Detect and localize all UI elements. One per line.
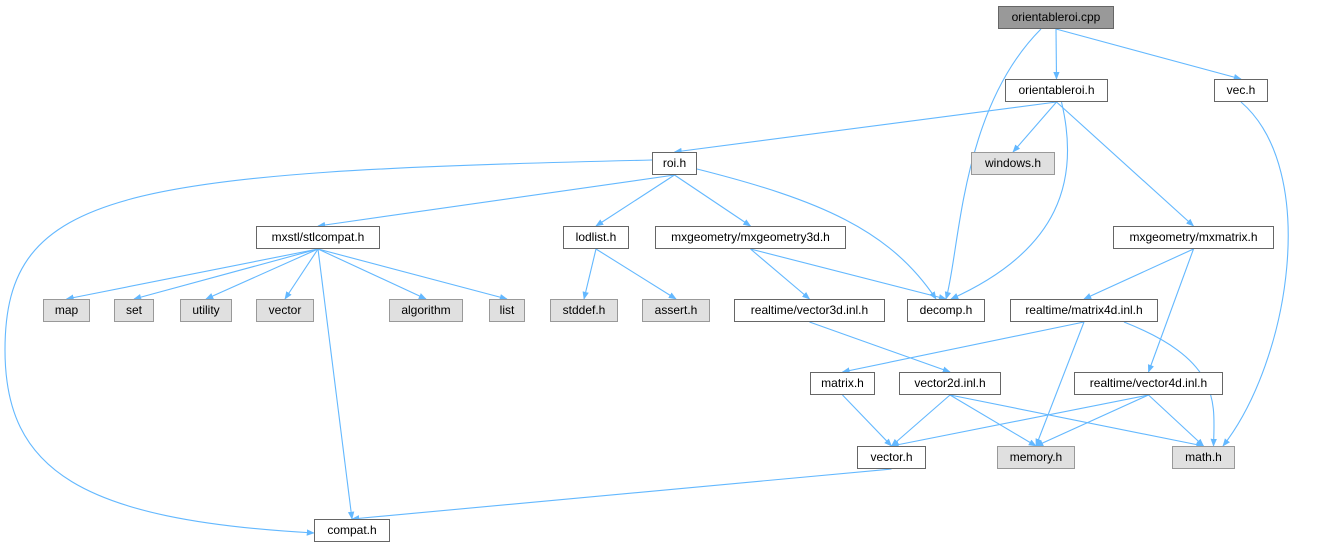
edge-stlcompat-h-to-list (317, 248, 508, 301)
edge-lodlist-h-to-stddef-h (582, 248, 597, 300)
edge-mxmatrix-h-to-vector4d-inl-h (1147, 248, 1195, 373)
edge-vector3d-inl-h-to-vector2d-inl-h (809, 321, 951, 373)
node-stddef-h: stddef.h (550, 299, 618, 322)
node-windows-h: windows.h (971, 152, 1055, 175)
node-lodlist-h[interactable]: lodlist.h (563, 226, 629, 249)
edge-lodlist-h-to-assert-h (595, 248, 677, 300)
node-matrix4d-inl-h[interactable]: realtime/matrix4d.inl.h (1010, 299, 1158, 322)
edge-vector4d-inl-h-to-memory-h (1035, 394, 1149, 447)
node-orientableroi-cpp: orientableroi.cpp (998, 6, 1114, 29)
edge-vector2d-inl-h-to-memory-h (949, 394, 1037, 447)
node-mxgeometry3d-h[interactable]: mxgeometry/mxgeometry3d.h (655, 226, 846, 249)
edge-orientableroi-h-to-decomp-h (950, 101, 1069, 300)
edge-vector4d-inl-h-to-vector-h (890, 394, 1149, 448)
edge-stlcompat-h-to-map (65, 248, 319, 301)
edge-orientableroi-h-to-roi-h (673, 101, 1057, 155)
node-mxmatrix-h[interactable]: mxgeometry/mxmatrix.h (1113, 226, 1274, 249)
edge-orientableroi-cpp-to-vec-h (1055, 28, 1242, 81)
edge-vector2d-inl-h-to-vector-h (890, 394, 951, 447)
edge-orientableroi-cpp-to-decomp-h (944, 28, 1042, 300)
node-set: set (114, 299, 154, 322)
node-memory-h: memory.h (997, 446, 1075, 469)
node-matrix-h[interactable]: matrix.h (810, 372, 875, 395)
node-math-h: math.h (1172, 446, 1235, 469)
edge-matrix4d-inl-h-to-memory-h (1035, 321, 1085, 447)
edge-matrix-h-to-vector-h (842, 394, 893, 447)
node-stlcompat-h[interactable]: mxstl/stlcompat.h (256, 226, 380, 249)
node-vector2d-inl-h[interactable]: vector2d.inl.h (899, 372, 1001, 395)
node-list: list (489, 299, 525, 322)
edge-roi-h-to-mxgeometry3d-h (674, 174, 752, 227)
edge-mxgeometry3d-h-to-vector3d-inl-h (750, 248, 811, 300)
edge-orientableroi-h-to-windows-h (1012, 101, 1057, 153)
node-map: map (43, 299, 90, 322)
edge-stlcompat-h-to-utility (205, 248, 319, 300)
edge-matrix4d-inl-h-to-matrix-h (841, 321, 1085, 374)
node-vec-h[interactable]: vec.h (1214, 79, 1268, 102)
edge-vec-h-to-math-h (1222, 101, 1289, 447)
node-assert-h: assert.h (642, 299, 710, 322)
node-vector-h[interactable]: vector.h (857, 446, 926, 469)
edge-vector4d-inl-h-to-math-h (1148, 394, 1205, 447)
edge-stlcompat-h-to-set (133, 248, 319, 301)
node-vector: vector (256, 299, 314, 322)
edge-stlcompat-h-to-compat-h (317, 248, 355, 520)
edge-stlcompat-h-to-algorithm (317, 248, 427, 300)
edge-mxgeometry3d-h-to-decomp-h (750, 248, 947, 301)
edge-vector2d-inl-h-to-math-h (949, 394, 1205, 448)
edge-roi-h-to-lodlist-h (595, 174, 675, 227)
edge-orientableroi-cpp-to-orientableroi-h (1053, 28, 1060, 80)
edge-stlcompat-h-to-vector (284, 248, 319, 300)
edge-roi-h-to-compat-h (4, 159, 653, 536)
node-vector4d-inl-h[interactable]: realtime/vector4d.inl.h (1074, 372, 1223, 395)
edge-orientableroi-h-to-mxmatrix-h (1056, 101, 1195, 227)
edge-roi-h-to-decomp-h (696, 168, 937, 300)
node-roi-h[interactable]: roi.h (652, 152, 697, 175)
node-compat-h[interactable]: compat.h (314, 519, 390, 542)
edge-mxmatrix-h-to-matrix4d-inl-h (1083, 248, 1194, 300)
node-orientableroi-h[interactable]: orientableroi.h (1005, 79, 1108, 102)
node-utility: utility (180, 299, 232, 322)
edge-vector-h-to-compat-h (351, 468, 892, 522)
node-algorithm: algorithm (389, 299, 463, 322)
node-vector3d-inl-h[interactable]: realtime/vector3d.inl.h (734, 299, 885, 322)
edge-roi-h-to-stlcompat-h (317, 174, 675, 229)
node-decomp-h[interactable]: decomp.h (907, 299, 985, 322)
